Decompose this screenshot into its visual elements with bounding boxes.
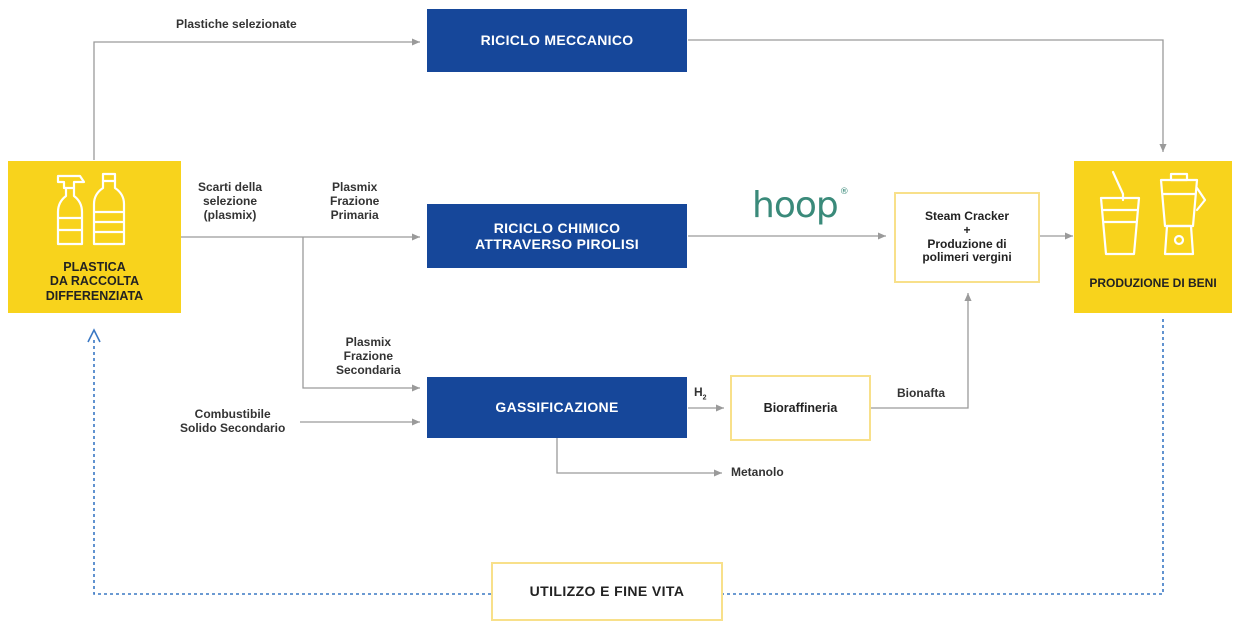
- riciclo-chimico-box: RICICLO CHIMICO ATTRAVERSO PIROLISI: [427, 204, 687, 268]
- label-plastiche-selezionate: Plastiche selezionate: [176, 17, 297, 32]
- riciclo-chimico-label: RICICLO CHIMICO ATTRAVERSO PIROLISI: [475, 219, 639, 252]
- label-h2: H2: [694, 385, 707, 402]
- arrow-plasmix-secondaria: [302, 237, 420, 392]
- dashed-loop-left: [93, 340, 491, 595]
- steam-cracker-box: Steam Cracker + Produzione di polimeri v…: [894, 192, 1040, 283]
- plastic-bottle-icon: [92, 172, 126, 246]
- label-bionafta-text: Bionafta: [897, 386, 945, 400]
- label-plasmix-primaria: Plasmix Frazione Primaria: [330, 180, 380, 222]
- plastica-raccolta-label: PLASTICA DA RACCOLTA DIFFERENZIATA: [45, 259, 144, 303]
- production-goods-icons: [1099, 170, 1207, 256]
- arrow-bionafta: [871, 293, 972, 409]
- bioraffineria-label: Bioraffineria: [763, 400, 838, 415]
- label-plastiche-selezionate-text: Plastiche selezionate: [176, 17, 297, 31]
- gassificazione-label: GASSIFICAZIONE: [495, 399, 619, 416]
- drink-cup-icon: [1099, 170, 1141, 256]
- dashed-loop-arrowhead: [87, 328, 101, 343]
- hoop-registered-mark: ®: [839, 187, 849, 197]
- produzione-beni-box: PRODUZIONE DI BENI: [1074, 161, 1232, 313]
- dashed-loop-right: [723, 319, 1164, 595]
- produzione-beni-label: PRODUZIONE DI BENI: [1089, 276, 1217, 291]
- gassificazione-box: GASSIFICAZIONE: [427, 377, 687, 438]
- label-combustibile: Combustibile Solido Secondario: [180, 407, 286, 435]
- steam-cracker-label: Steam Cracker + Produzione di polimeri v…: [922, 208, 1012, 265]
- label-metanolo-text: Metanolo: [731, 465, 784, 479]
- spray-bottle-icon: [56, 174, 86, 246]
- hoop-logo-text: hoop: [752, 185, 839, 226]
- arrow-to-riciclo-meccanico: [93, 38, 420, 160]
- label-scarti-selezione: Scarti della selezione (plasmix): [198, 180, 263, 222]
- label-bionafta: Bionafta: [897, 386, 945, 401]
- label-h2-text: H: [694, 385, 703, 399]
- hoop-logo: hoop®: [752, 185, 849, 226]
- riciclo-meccanico-box: RICICLO MECCANICO: [427, 9, 687, 72]
- utilizzo-fine-vita-label: UTILIZZO E FINE VITA: [529, 583, 685, 600]
- bioraffineria-box: Bioraffineria: [730, 375, 871, 441]
- recycled-plastics-icons: [56, 172, 126, 246]
- label-plasmix-secondaria: Plasmix Frazione Secondaria: [336, 335, 401, 377]
- riciclo-meccanico-label: RICICLO MECCANICO: [480, 32, 634, 49]
- arrow-metanolo: [556, 438, 722, 477]
- blender-icon: [1159, 172, 1207, 256]
- label-metanolo: Metanolo: [731, 465, 784, 480]
- utilizzo-fine-vita-box: UTILIZZO E FINE VITA: [491, 562, 723, 621]
- arrow-meccanico-to-produzione: [688, 39, 1167, 152]
- plastica-raccolta-box: PLASTICA DA RACCOLTA DIFFERENZIATA: [8, 161, 181, 313]
- label-h2-subscript: 2: [702, 394, 707, 402]
